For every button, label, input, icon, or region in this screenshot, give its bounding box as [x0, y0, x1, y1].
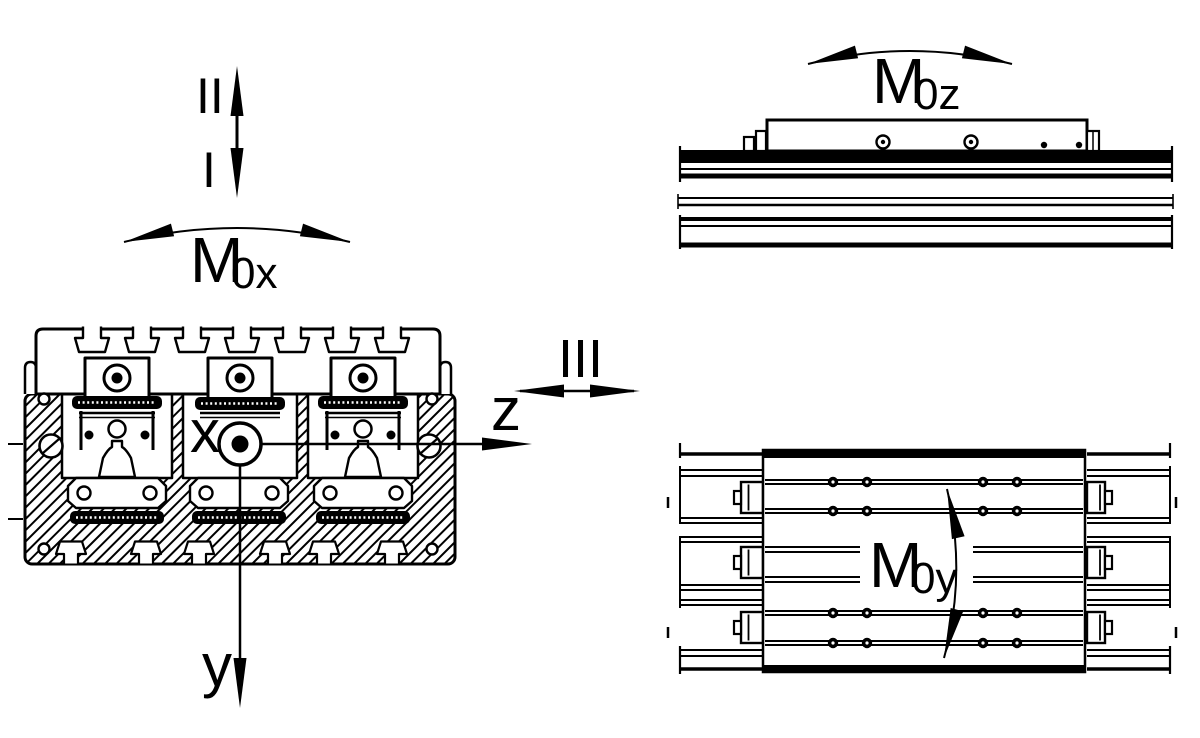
bearing-assembly-left: [79, 411, 155, 479]
edge-features: [8, 392, 442, 556]
center-bracket: [200, 411, 280, 419]
label-direction-ii: II: [196, 68, 224, 124]
moment-y-arc-arrow-icon: [937, 487, 965, 660]
moment-x-subscript: 0x: [231, 249, 277, 298]
mounting-block-center: [206, 356, 274, 406]
label-axis-y: y: [202, 632, 232, 699]
side-rail-lines: [677, 146, 1174, 249]
side-carriage: [742, 118, 1101, 153]
lower-pad-left: [66, 476, 168, 510]
y-axis-arrow-icon: [233, 444, 247, 708]
top-view-rails-left: [666, 443, 763, 674]
moment-y-base: M: [869, 529, 922, 601]
moment-z-base: M: [872, 45, 925, 117]
label-direction-iii: III: [558, 329, 603, 389]
label-axis-x: x: [190, 398, 220, 465]
z-axis-arrow-icon: [240, 437, 532, 451]
lower-seal-strips: [70, 511, 410, 524]
moment-x-label: M 0x: [190, 224, 277, 298]
moment-y-label: M 0y: [869, 529, 957, 603]
label-axis-z: z: [491, 376, 521, 443]
vertical-direction-arrow-icon: [230, 66, 244, 198]
left-ear: [23, 360, 38, 394]
bottom-tslot-notches: [54, 540, 409, 564]
moment-z-subscript: 0z: [914, 70, 960, 119]
moment-x-arc-arrow-icon: [122, 223, 352, 249]
lateral-direction-arrow-icon: [514, 384, 640, 398]
moment-x-base: M: [190, 224, 243, 296]
bearing-assembly-right: [325, 411, 401, 479]
upper-seal-strips: [72, 396, 408, 410]
bolt-pattern: [827, 476, 1023, 649]
top-view: M 0y: [666, 443, 1178, 674]
right-ear: [438, 360, 453, 394]
lower-pad-right: [312, 476, 414, 510]
x-axis-origin-symbol-icon: [217, 421, 263, 467]
carriage-top-plate: [761, 448, 1087, 674]
moment-z-label: M 0z: [872, 45, 960, 119]
moment-z-arc-arrow-icon: [806, 45, 1014, 71]
label-direction-i: I: [202, 142, 216, 198]
side-view: M 0z: [677, 45, 1174, 249]
top-view-rails-right: [1087, 443, 1178, 674]
tslot-notches: [73, 326, 411, 354]
moment-y-subscript: 0y: [911, 554, 957, 603]
